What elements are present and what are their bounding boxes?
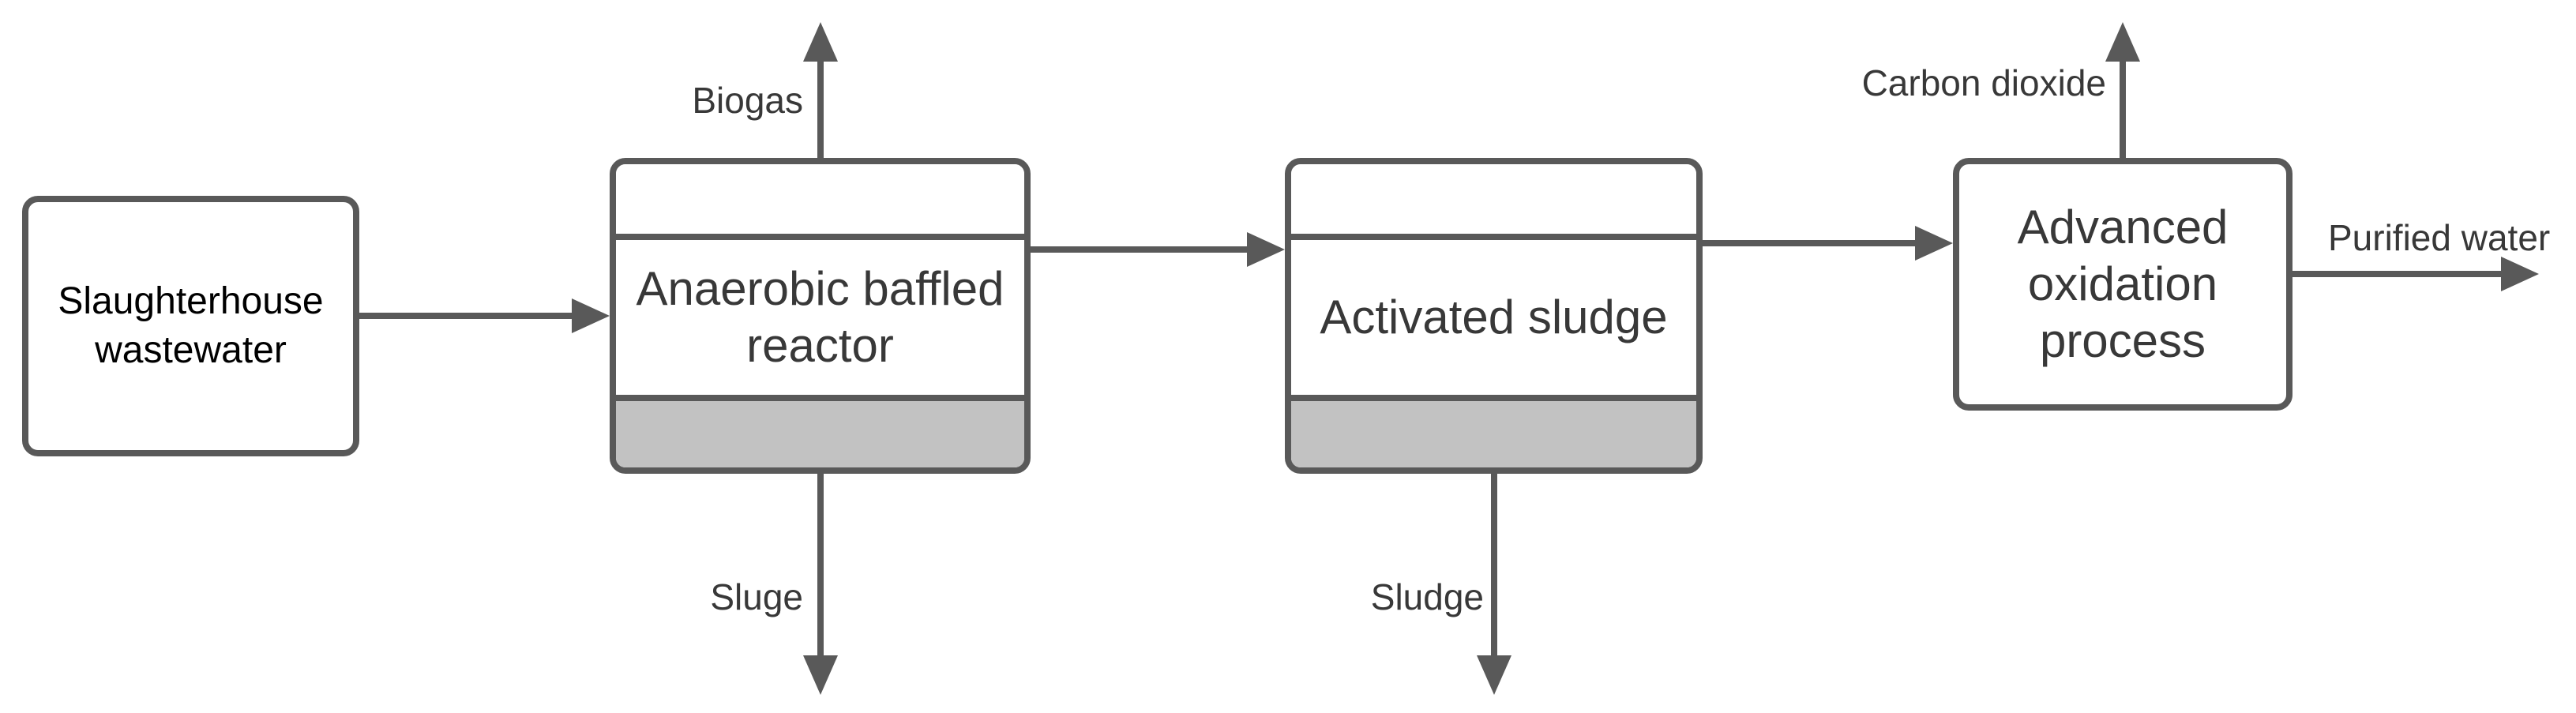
abr-top-section: [616, 164, 1024, 234]
arrow-sludge-head: [1477, 655, 1511, 695]
node-activated-sludge: Activated sludge: [1285, 158, 1703, 474]
label-sludge: Sludge: [1370, 576, 1484, 617]
arrow-carbon-dioxide-head: [2105, 22, 2140, 62]
node-anaerobic-baffled-reactor: Anaerobic baffled reactor: [610, 158, 1031, 474]
node-advanced-oxidation-process: Advanced oxidation process: [1953, 158, 2292, 411]
arrow-purified-water-head: [2501, 257, 2539, 291]
arrow-biogas-head: [803, 22, 838, 62]
arrow-sluge-stem: [817, 474, 824, 657]
activated-sludge-bottom-divider: [1291, 395, 1696, 401]
arrow-carbon-dioxide-stem: [2120, 60, 2126, 158]
activated-sludge-sludge-layer: [1291, 401, 1696, 467]
label-sluge: Sluge: [710, 576, 803, 617]
node-slaughterhouse-wastewater-label: Slaughterhouse wastewater: [58, 280, 324, 371]
label-biogas: Biogas: [692, 80, 803, 121]
arrow-purified-water-stem: [2292, 271, 2503, 277]
activated-sludge-top-divider: [1291, 234, 1696, 240]
node-slaughterhouse-wastewater: Slaughterhouse wastewater: [22, 196, 359, 456]
node-anaerobic-baffled-reactor-label: Anaerobic baffled reactor: [636, 262, 1004, 372]
arrow-wastewater-to-abr-stem: [359, 313, 573, 319]
abr-label-section: Anaerobic baffled reactor: [616, 240, 1024, 395]
node-activated-sludge-label: Activated sludge: [1320, 291, 1668, 343]
arrow-abr-to-activated-sludge-head: [1247, 232, 1285, 267]
label-carbon-dioxide: Carbon dioxide: [1861, 62, 2106, 103]
arrow-activated-sludge-to-aop-head: [1915, 226, 1953, 261]
arrow-abr-to-activated-sludge-stem: [1031, 246, 1249, 253]
arrow-wastewater-to-abr-head: [572, 298, 610, 333]
activated-sludge-top-section: [1291, 164, 1696, 234]
activated-sludge-label-section: Activated sludge: [1291, 240, 1696, 395]
abr-sludge-layer: [616, 401, 1024, 467]
arrow-activated-sludge-to-aop-stem: [1703, 240, 1917, 246]
node-advanced-oxidation-process-label: Advanced oxidation process: [2017, 201, 2229, 367]
arrow-sludge-stem: [1491, 474, 1497, 657]
label-purified-water: Purified water: [2328, 217, 2551, 258]
arrow-biogas-stem: [817, 60, 824, 158]
abr-bottom-divider: [616, 395, 1024, 401]
arrow-sluge-head: [803, 655, 838, 695]
abr-top-divider: [616, 234, 1024, 240]
